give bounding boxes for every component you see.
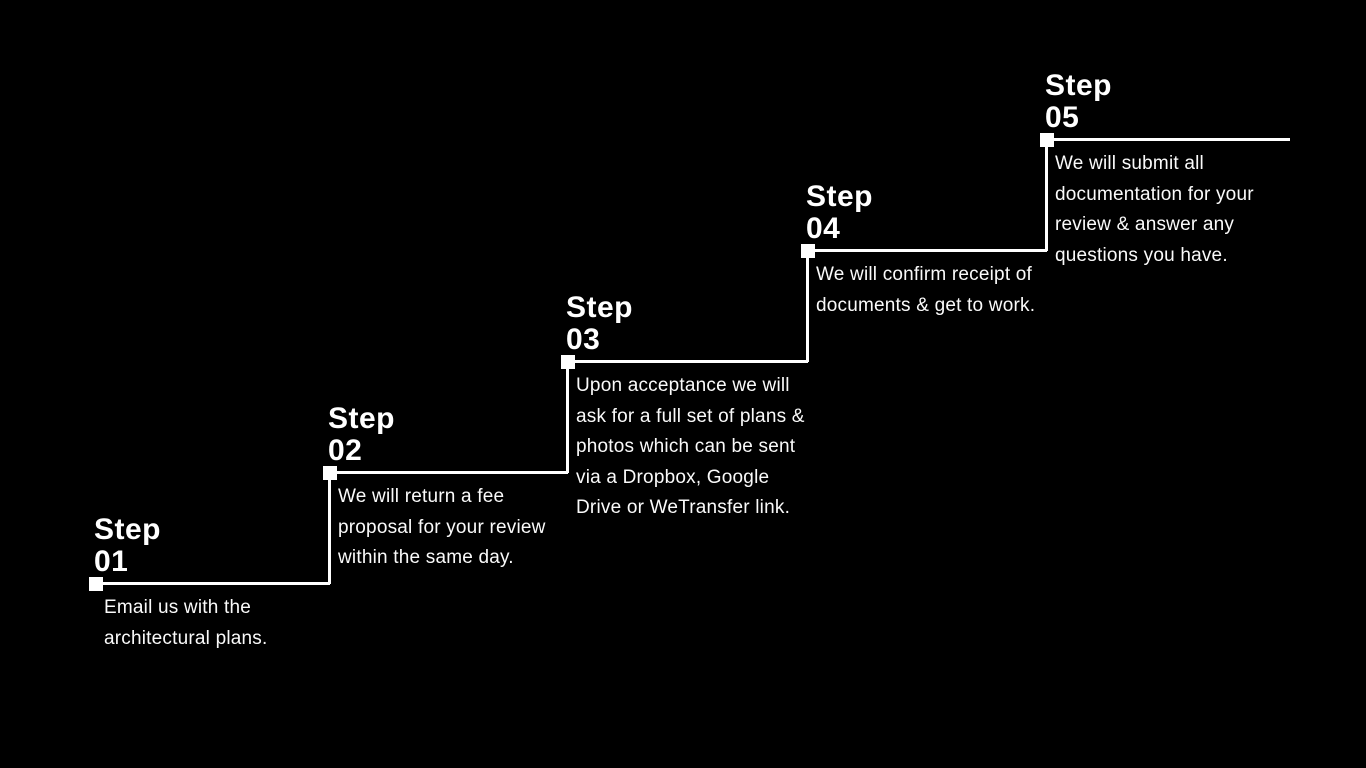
step-5-heading: Step 05 bbox=[1045, 70, 1112, 134]
step-2-marker-square bbox=[323, 466, 337, 480]
connector-line-v1 bbox=[328, 473, 331, 584]
step-5-description: We will submit all documentation for you… bbox=[1055, 153, 1254, 266]
step-4-label: Step bbox=[806, 180, 874, 213]
step-1-description: Email us with the architectural plans. bbox=[104, 597, 268, 649]
step-5-label: Step bbox=[1045, 69, 1113, 102]
connector-line-h3 bbox=[568, 360, 808, 363]
connector-line-h5 bbox=[1047, 138, 1290, 141]
step-1-number: 01 bbox=[94, 545, 129, 578]
step-5-number: 05 bbox=[1045, 101, 1080, 134]
step-3-number: 03 bbox=[566, 323, 601, 356]
step-3-description: Upon acceptance we will ask for a full s… bbox=[576, 375, 805, 518]
step-5-marker-square bbox=[1040, 133, 1054, 147]
connector-line-v4 bbox=[1045, 140, 1048, 251]
step-1-marker-square bbox=[89, 577, 103, 591]
connector-line-h4 bbox=[808, 249, 1047, 252]
connector-line-v2 bbox=[566, 362, 569, 473]
step-4-heading: Step 04 bbox=[806, 181, 873, 245]
step-3-marker-square bbox=[561, 355, 575, 369]
step-3-heading: Step 03 bbox=[566, 292, 633, 356]
step-4-number: 04 bbox=[806, 212, 841, 245]
step-2-number: 02 bbox=[328, 434, 363, 467]
step-1-label: Step bbox=[94, 513, 162, 546]
connector-line-h2 bbox=[330, 471, 568, 474]
step-3-label: Step bbox=[566, 291, 634, 324]
step-2-description: We will return a fee proposal for your r… bbox=[338, 486, 546, 568]
connector-line-v3 bbox=[806, 251, 809, 362]
step-2-label: Step bbox=[328, 402, 396, 435]
connector-line-h1 bbox=[96, 582, 330, 585]
step-1-heading: Step 01 bbox=[94, 514, 161, 578]
step-4-marker-square bbox=[801, 244, 815, 258]
step-2-heading: Step 02 bbox=[328, 403, 395, 467]
step-4-description: We will confirm receipt of documents & g… bbox=[816, 264, 1036, 316]
